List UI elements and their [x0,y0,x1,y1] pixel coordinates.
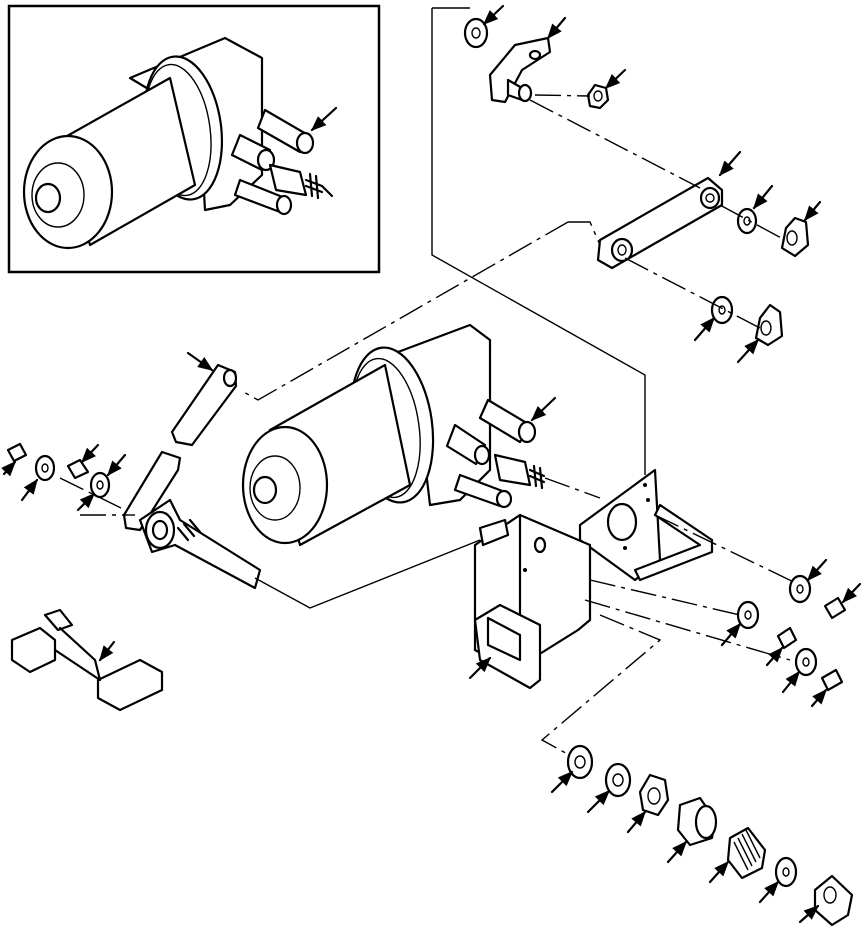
screw [776,626,798,650]
inset-motor [22,36,334,250]
callout-arrow [736,338,760,364]
callout-arrow [1,460,17,477]
knurled-nut [726,826,767,880]
callout-arrow [586,789,611,814]
link-arm-lower [122,450,182,532]
washer [710,295,734,325]
lock-washer [604,762,632,798]
callout-arrow [720,622,742,647]
callout-arrow [781,670,801,694]
callout-arrow [765,646,784,667]
cap-nut [780,216,810,258]
top-bracket-assembly [463,4,822,364]
wire-harness [10,608,164,712]
link-arm-upper [170,363,238,447]
callout-arrow [708,860,730,884]
callout-arrow [20,478,39,502]
washer [566,744,594,780]
washer [736,600,760,630]
callout-arrow [310,106,338,132]
main-motor [241,323,601,547]
callout-arrow [810,688,828,708]
callout-arrow [106,453,127,477]
washer [794,647,818,677]
callout-arrow [841,582,862,604]
callout-arrow [550,770,574,794]
callout-arrow [482,4,505,26]
callout-arrow [80,443,100,464]
bracket-hardware-right [584,514,862,708]
callout-arrow [758,880,780,904]
inset-detail-view [7,4,381,274]
screw [66,458,90,480]
washer [89,471,111,499]
callout-arrow [530,396,557,422]
callout-arrow [76,492,96,512]
screw [6,442,28,463]
callout-arrow [186,351,214,372]
washer [34,454,56,482]
motor-mounting-bracket [468,468,714,690]
callout-arrow [626,810,647,834]
callout-arrow [666,840,688,864]
callout-arrow [468,656,492,680]
cap-nut [754,303,784,347]
callout-arrow [806,558,828,582]
callout-arrow [693,316,716,342]
callout-arrow [546,16,567,40]
washer [736,207,758,235]
callout-arrow [98,640,116,662]
screw [823,596,847,620]
callout-arrow [798,904,820,924]
screw [820,668,844,692]
washer [788,574,812,604]
washer [774,856,798,888]
callout-arrow [752,184,774,210]
bottom-hardware-stack [540,614,854,927]
callout-arrow [803,200,822,222]
callout-arrow [718,150,742,177]
callout-arrow [604,68,627,90]
washer [463,17,489,49]
hex-nut [586,83,610,110]
left-linkage [1,351,481,609]
hex-nut [638,773,670,817]
